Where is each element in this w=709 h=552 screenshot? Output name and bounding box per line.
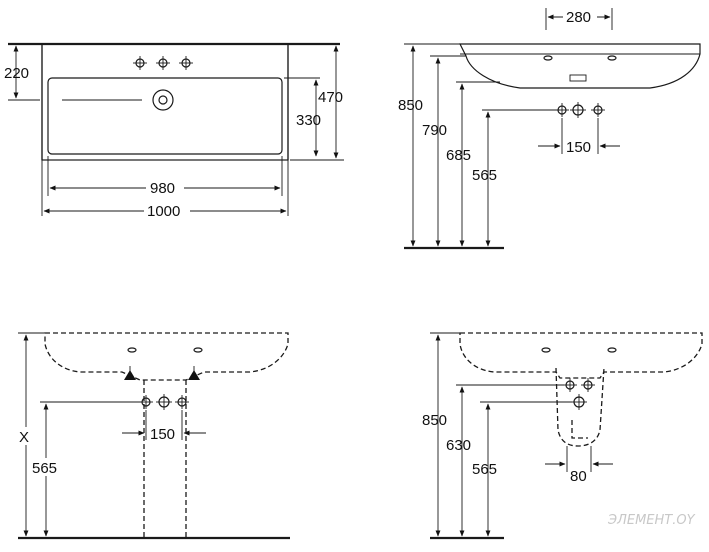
dim-height-variable: X <box>19 429 29 446</box>
bowl-outline <box>47 77 283 155</box>
dim-height-rim: 790 <box>422 122 447 139</box>
dim-tap-spacing: 150 <box>150 426 175 443</box>
dim-depth-rear: 220 <box>4 65 29 82</box>
dim-height-top: 850 <box>422 412 447 429</box>
side-view: 280 850 790 685 565 150 <box>398 7 701 250</box>
dim-height-underside: 685 <box>446 147 471 164</box>
pedestal-view: X 565 150 <box>18 332 290 540</box>
dim-tap-spacing-top: 280 <box>566 9 591 26</box>
tap-holes-icon <box>133 56 193 70</box>
dim-height-tap-holes: 565 <box>472 167 497 184</box>
dim-height-tap-holes: 565 <box>32 460 57 477</box>
basin-outline <box>41 43 289 161</box>
dim-tap-spacing: 150 <box>566 139 591 156</box>
dim-height-tap-holes: 565 <box>472 461 497 478</box>
semi-pedestal <box>555 367 605 447</box>
dim-bowl-width: 980 <box>150 180 175 197</box>
pedestal-column <box>143 380 187 538</box>
watermark: ЭЛЕМЕНТ.OY <box>607 513 696 528</box>
top-view: 220 470 330 980 1000 <box>4 42 344 220</box>
tap-holes-icon <box>563 378 595 410</box>
dim-total-width: 1000 <box>147 203 180 220</box>
tap-holes-icon <box>139 394 189 410</box>
semi-pedestal-view: 850 630 565 80 <box>422 332 703 540</box>
drain-icon <box>152 89 174 111</box>
dim-bowl-depth: 330 <box>296 112 321 129</box>
dim-depth-total: 470 <box>318 89 343 106</box>
dim-height-top: 850 <box>398 97 423 114</box>
dim-height-semi: 630 <box>446 437 471 454</box>
dim-semi-width: 80 <box>570 468 587 485</box>
basin-front <box>459 43 701 89</box>
tap-holes-icon <box>555 102 605 118</box>
basin-outline-dashed <box>44 332 289 381</box>
basin-outline-dashed <box>459 332 703 379</box>
